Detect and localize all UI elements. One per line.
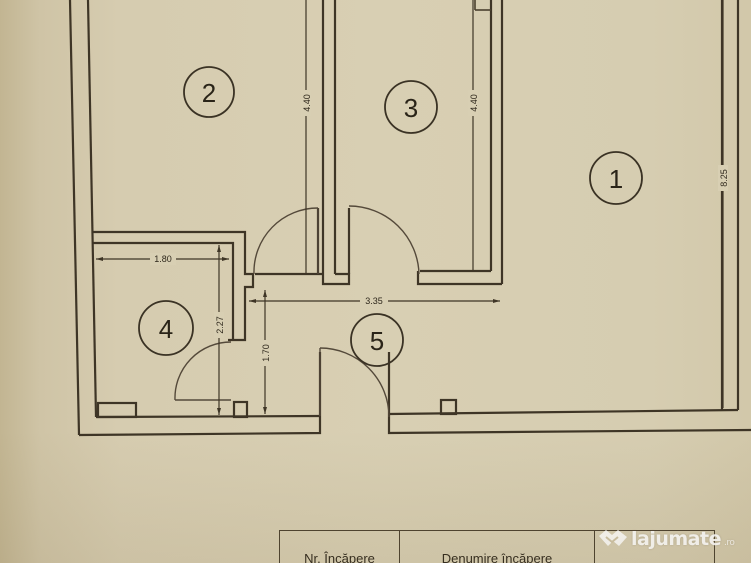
watermark-tld: .ro bbox=[723, 538, 735, 548]
watermark-brand: lajumate bbox=[631, 528, 721, 550]
room-marker-5: 5 bbox=[350, 313, 404, 367]
dim-hall-width: 3.35 bbox=[365, 296, 383, 306]
partition-3-1 bbox=[416, 0, 504, 286]
room-marker-1: 1 bbox=[589, 151, 643, 205]
room-legend-table: Nr. Încăpere Denumire încăpere bbox=[279, 530, 715, 563]
room-marker-2: 2 bbox=[183, 66, 235, 118]
table-header-third bbox=[595, 531, 715, 563]
table-header-room-name: Denumire încăpere bbox=[400, 531, 595, 563]
room-number-1: 1 bbox=[609, 164, 623, 194]
room-marker-4: 4 bbox=[138, 300, 194, 356]
room-markers: 1 2 3 4 5 bbox=[138, 66, 643, 367]
room-number-3: 3 bbox=[404, 93, 418, 123]
dim-room4-height: 2.27 bbox=[215, 316, 225, 334]
room-number-5: 5 bbox=[370, 326, 384, 356]
doors bbox=[174, 205, 420, 418]
room-number-4: 4 bbox=[159, 314, 173, 344]
dim-room3-height: 4.40 bbox=[469, 94, 479, 112]
room-number-2: 2 bbox=[202, 78, 216, 108]
dimension-labels: 4.40 4.40 8.25 1.80 2.27 3.35 1.70 bbox=[150, 90, 729, 366]
room-4-walls bbox=[93, 230, 458, 419]
dimension-lines bbox=[96, 0, 724, 415]
outer-walls bbox=[68, 0, 751, 437]
handshake-logo-icon bbox=[599, 530, 627, 546]
partition-2-3 bbox=[255, 0, 351, 286]
dim-room4-width: 1.80 bbox=[154, 254, 172, 264]
dim-room1-height: 8.25 bbox=[719, 169, 729, 187]
dim-hall-height: 1.70 bbox=[261, 344, 271, 362]
dim-room2-height: 4.40 bbox=[302, 94, 312, 112]
table-header-room-number: Nr. Încăpere bbox=[280, 531, 400, 563]
room-marker-3: 3 bbox=[384, 80, 438, 134]
watermark: lajumate .ro bbox=[598, 528, 735, 550]
